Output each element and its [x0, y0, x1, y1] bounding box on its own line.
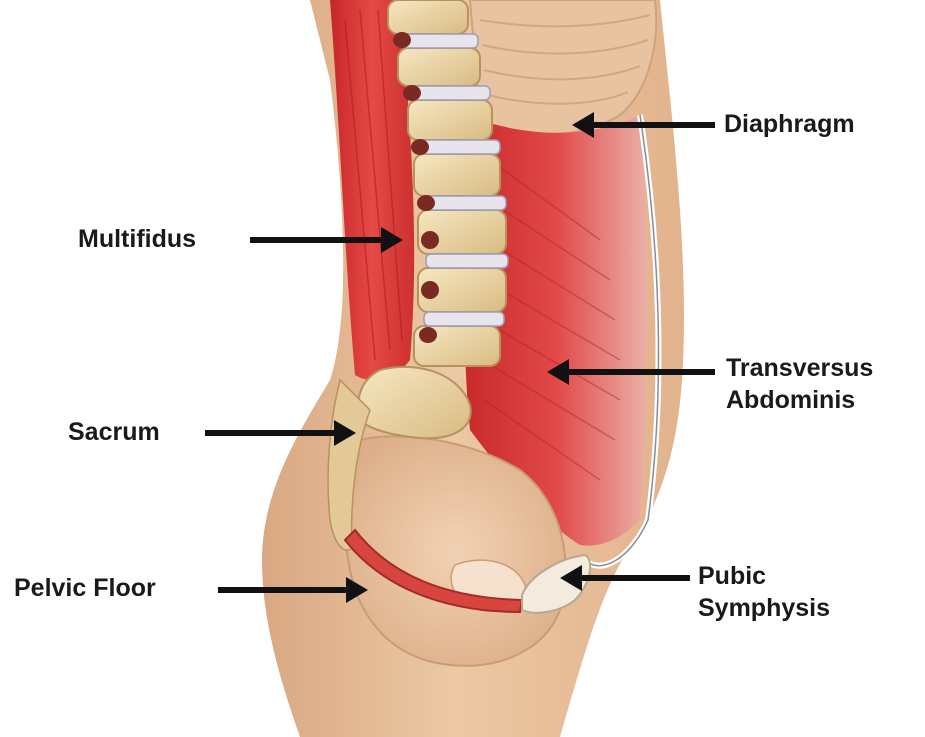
label-sacrum: Sacrum — [68, 416, 160, 448]
label-transversus-line1: Transversus — [726, 352, 873, 384]
label-multifidus: Multifidus — [78, 223, 196, 255]
pubic-symphysis-arrow — [560, 565, 690, 591]
label-pubic-line2: Symphysis — [698, 592, 830, 624]
label-diaphragm: Diaphragm — [724, 108, 855, 140]
label-transversus-abdominis: Transversus Abdominis — [726, 352, 873, 416]
label-transversus-line2: Abdominis — [726, 384, 873, 416]
label-pelvic-floor: Pelvic Floor — [14, 572, 156, 604]
label-pubic-symphysis: Pubic Symphysis — [698, 560, 830, 624]
label-pubic-line1: Pubic — [698, 560, 830, 592]
